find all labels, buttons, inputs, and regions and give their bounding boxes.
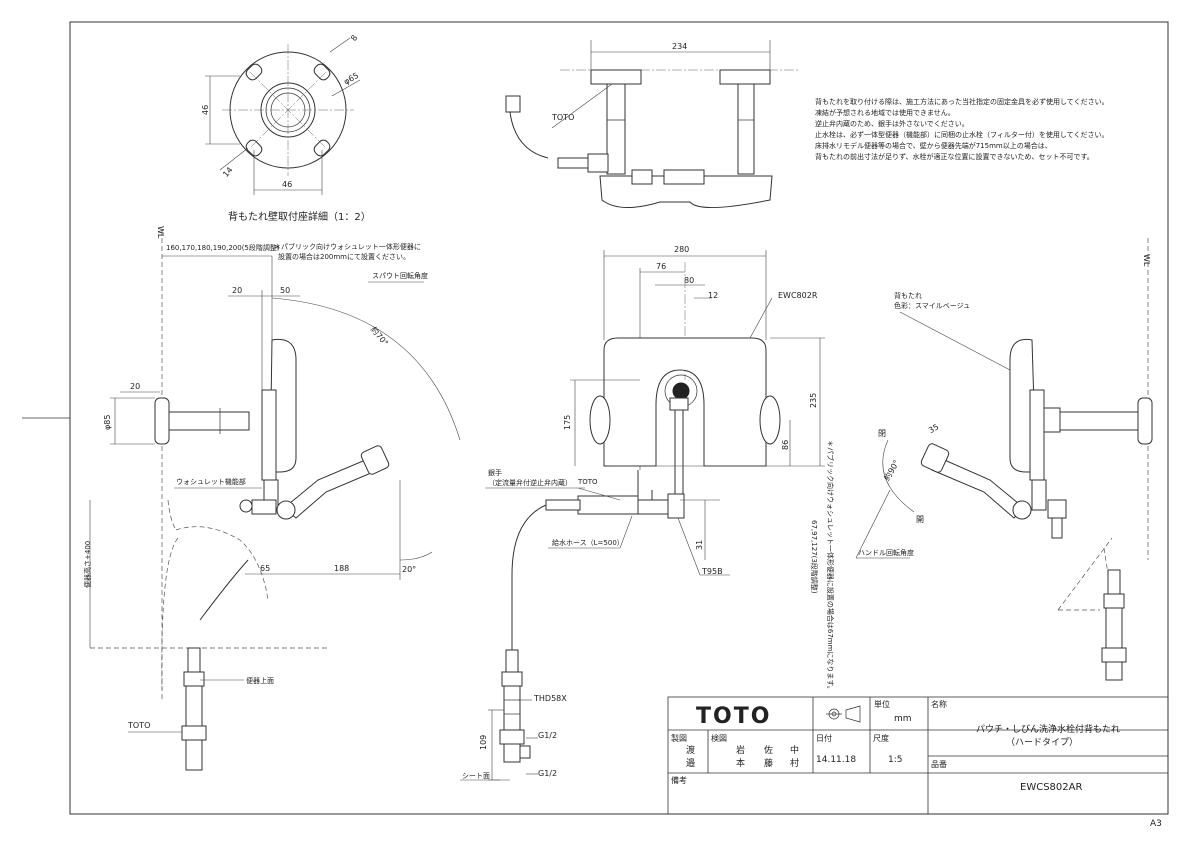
scale-value: 1:5	[888, 755, 902, 765]
public-note-2: 設置の場合は200mmにて設置ください。	[278, 252, 410, 261]
open-label: 開	[916, 515, 924, 524]
checked-2a: 佐	[764, 744, 773, 756]
dim-234: 234	[672, 42, 687, 51]
dim-188: 188	[334, 564, 349, 573]
date-value: 14.11.18	[816, 755, 856, 765]
name-label: 名称	[931, 699, 947, 709]
flange-detail-view: 46 46 φ65 8 14 背もたれ壁取付座詳細（1：2）	[201, 33, 371, 223]
front-vertical-note: ＊パブリック向けウォシュレット一体形便器に設置の場合は67mmになります。	[826, 440, 835, 693]
dim-8: 8	[349, 33, 359, 42]
angle-70-label: 約70°	[369, 324, 391, 347]
t95b-label: T95B	[701, 567, 723, 576]
dim-31: 31	[695, 540, 704, 550]
dim-280: 280	[674, 245, 689, 254]
dim-76: 76	[656, 262, 666, 271]
g12-label-1: G1/2	[538, 731, 557, 740]
dim-86: 86	[781, 440, 790, 450]
public-note-1: ＊パブリック向けウォシュレット一体形便器に	[274, 242, 421, 251]
projection-symbol-icon	[826, 705, 861, 723]
dim-50: 50	[280, 286, 290, 295]
scale-label: 尺度	[873, 733, 889, 743]
part-value: EWCS802AR	[1020, 782, 1082, 793]
drawn-name-1: 渡	[686, 744, 695, 756]
drawn-name-2: 邉	[686, 757, 695, 769]
checked-1b: 本	[736, 757, 745, 769]
checked-label: 検図	[711, 733, 727, 743]
note-line-1: 背もたれを取り付ける際は、施工方法にあった当社指定の固定金具を必ず使用してくださ…	[815, 97, 1109, 106]
right-wl-label: WL	[1142, 254, 1151, 267]
thd58x-label: THD58X	[533, 694, 567, 703]
front-view: 280 76 80 12 EWC802R 175 235 86	[460, 245, 835, 781]
dim-20: 20	[130, 382, 140, 391]
close-label: 閉	[878, 429, 886, 438]
side-view: WL 160,170,180,190,200(5段階調整) ＊パブリック向けウォ…	[83, 226, 461, 771]
right-view: WL 背もたれ 色彩：スマイルベージュ 閉 開 35 約90° ハンドル回転角度	[855, 238, 1153, 681]
note-line-5: 床排水リモデル便器等の場合で、壁から便器先端が715mm以上の場合は、	[815, 141, 1052, 150]
bowl-height-label: 便器高さ+400	[83, 541, 92, 588]
unit-value: mm	[894, 714, 912, 724]
top-view: 234 TOTO	[505, 40, 800, 208]
top-view-toto-label: TOTO	[551, 113, 574, 122]
note-line-3: 逆止弁内蔵のため、銀手は外さないでください。	[815, 119, 969, 128]
angle-20-label: 20°	[402, 565, 416, 574]
note-line-6: 背もたれの前出寸法が足りず、水栓が適正な位置に設置できないため、セット不可です。	[815, 152, 1094, 161]
ewc-label: EWC802R	[778, 291, 818, 300]
dim-46-horizontal: 46	[282, 180, 292, 189]
dim-175: 175	[563, 415, 572, 430]
detail-view-title: 背もたれ壁取付座詳細（1：2）	[228, 210, 371, 223]
checked-2b: 藤	[764, 757, 773, 769]
title-block: TOTO 単位 mm 名称 パウチ・しびん洗浄水栓付背もたれ （ハードタイプ） …	[667, 696, 1169, 815]
spout-angle-label: スパウト回転角度	[372, 271, 428, 280]
name-line-1: パウチ・しびん洗浄水栓付背もたれ	[976, 723, 1120, 735]
unit-label: 単位	[874, 699, 890, 709]
dim-20-top: 20	[232, 286, 242, 295]
seat-face-label: シート面	[462, 772, 490, 780]
handle-label: 銀手	[488, 468, 502, 477]
hose-label: 給水ホース（L=500）	[552, 538, 624, 547]
dim-80: 80	[684, 276, 694, 285]
part-label: 品番	[931, 759, 947, 769]
washlet-label: ウォシュレット機能部	[176, 477, 246, 486]
logo: TOTO	[696, 704, 771, 729]
dim-12: 12	[708, 291, 718, 300]
backrest-label-1: 背もたれ	[894, 291, 922, 300]
dim-35: 35	[927, 422, 940, 435]
backrest-label-2: 色彩：スマイルベージュ	[894, 301, 970, 310]
bowl-top-label: 便器上面	[246, 676, 274, 685]
handle-angle-label: ハンドル回転角度	[858, 548, 914, 557]
note-line-4: 止水栓は、必ず一体型便器（機能部）に同梱の止水栓（フィルター付）を使用してくださ…	[815, 130, 1108, 139]
dim-phi65: φ65	[342, 71, 360, 87]
dim-65: 65	[260, 564, 270, 573]
front-toto-label: TOTO	[577, 478, 598, 486]
checked-3a: 中	[790, 744, 799, 756]
angle-90-label: 約90°	[882, 458, 902, 482]
handle-sub-label: （定流量弁付逆止弁内蔵）	[488, 478, 572, 487]
checked-1a: 岩	[736, 744, 745, 756]
g12-label-2: G1/2	[538, 769, 557, 778]
side-dims-row: 160,170,180,190,200(5段階調整)	[166, 243, 280, 252]
name-line-2: （ハードタイプ）	[1006, 737, 1078, 748]
notes-block: 背もたれを取り付ける際は、施工方法にあった当社指定の固定金具を必ず使用してくださ…	[815, 97, 1109, 161]
note-line-2: 凍結が予想される地域では使用できません。	[815, 108, 955, 117]
date-label: 日付	[816, 733, 832, 743]
drawn-label: 製図	[671, 733, 687, 743]
sheet-size: A3	[1150, 819, 1162, 829]
checked-3b: 村	[790, 757, 799, 769]
remarks-label: 備考	[671, 775, 687, 785]
side-wl-label: WL	[156, 226, 165, 239]
dim-46-vertical: 46	[201, 105, 210, 115]
side-toto-label: TOTO	[127, 721, 150, 730]
dim-phi85: φ85	[103, 415, 112, 430]
dim-235: 235	[809, 393, 818, 408]
front-vertical-dims: 67,97,127(3段階調整)	[810, 520, 819, 594]
dim-109: 109	[479, 735, 488, 750]
